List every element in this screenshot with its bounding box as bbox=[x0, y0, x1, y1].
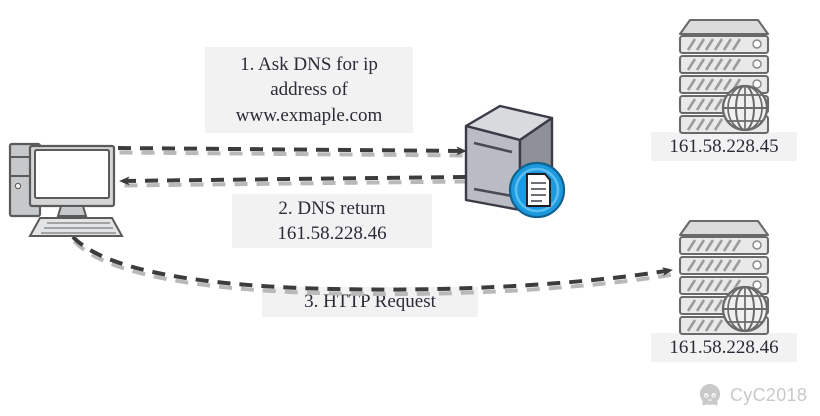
globe-icon-bottom bbox=[721, 285, 769, 333]
flow-label-step-1: 1. Ask DNS for ip address of www.exmaple… bbox=[205, 47, 413, 133]
ip-label-top: 161.58.228.45 bbox=[651, 132, 797, 161]
connector-step-2 bbox=[119, 175, 468, 188]
github-octocat-icon bbox=[699, 383, 721, 406]
globe-icon-top bbox=[721, 84, 769, 132]
flow-label-step-2: 2. DNS return 161.58.228.46 bbox=[232, 194, 432, 248]
connector-step-3 bbox=[60, 217, 674, 297]
ip-label-bottom: 161.58.228.46 bbox=[651, 333, 797, 362]
desktop-computer-icon bbox=[8, 142, 124, 237]
server-rack-icon-top bbox=[678, 18, 770, 135]
server-rack-icon-bottom bbox=[678, 219, 770, 336]
watermark: CyC2018 bbox=[697, 382, 807, 408]
watermark-text: CyC2018 bbox=[730, 384, 808, 405]
document-icon bbox=[526, 173, 551, 207]
server-tower-icon bbox=[464, 104, 566, 219]
connector-step-1 bbox=[117, 146, 468, 158]
